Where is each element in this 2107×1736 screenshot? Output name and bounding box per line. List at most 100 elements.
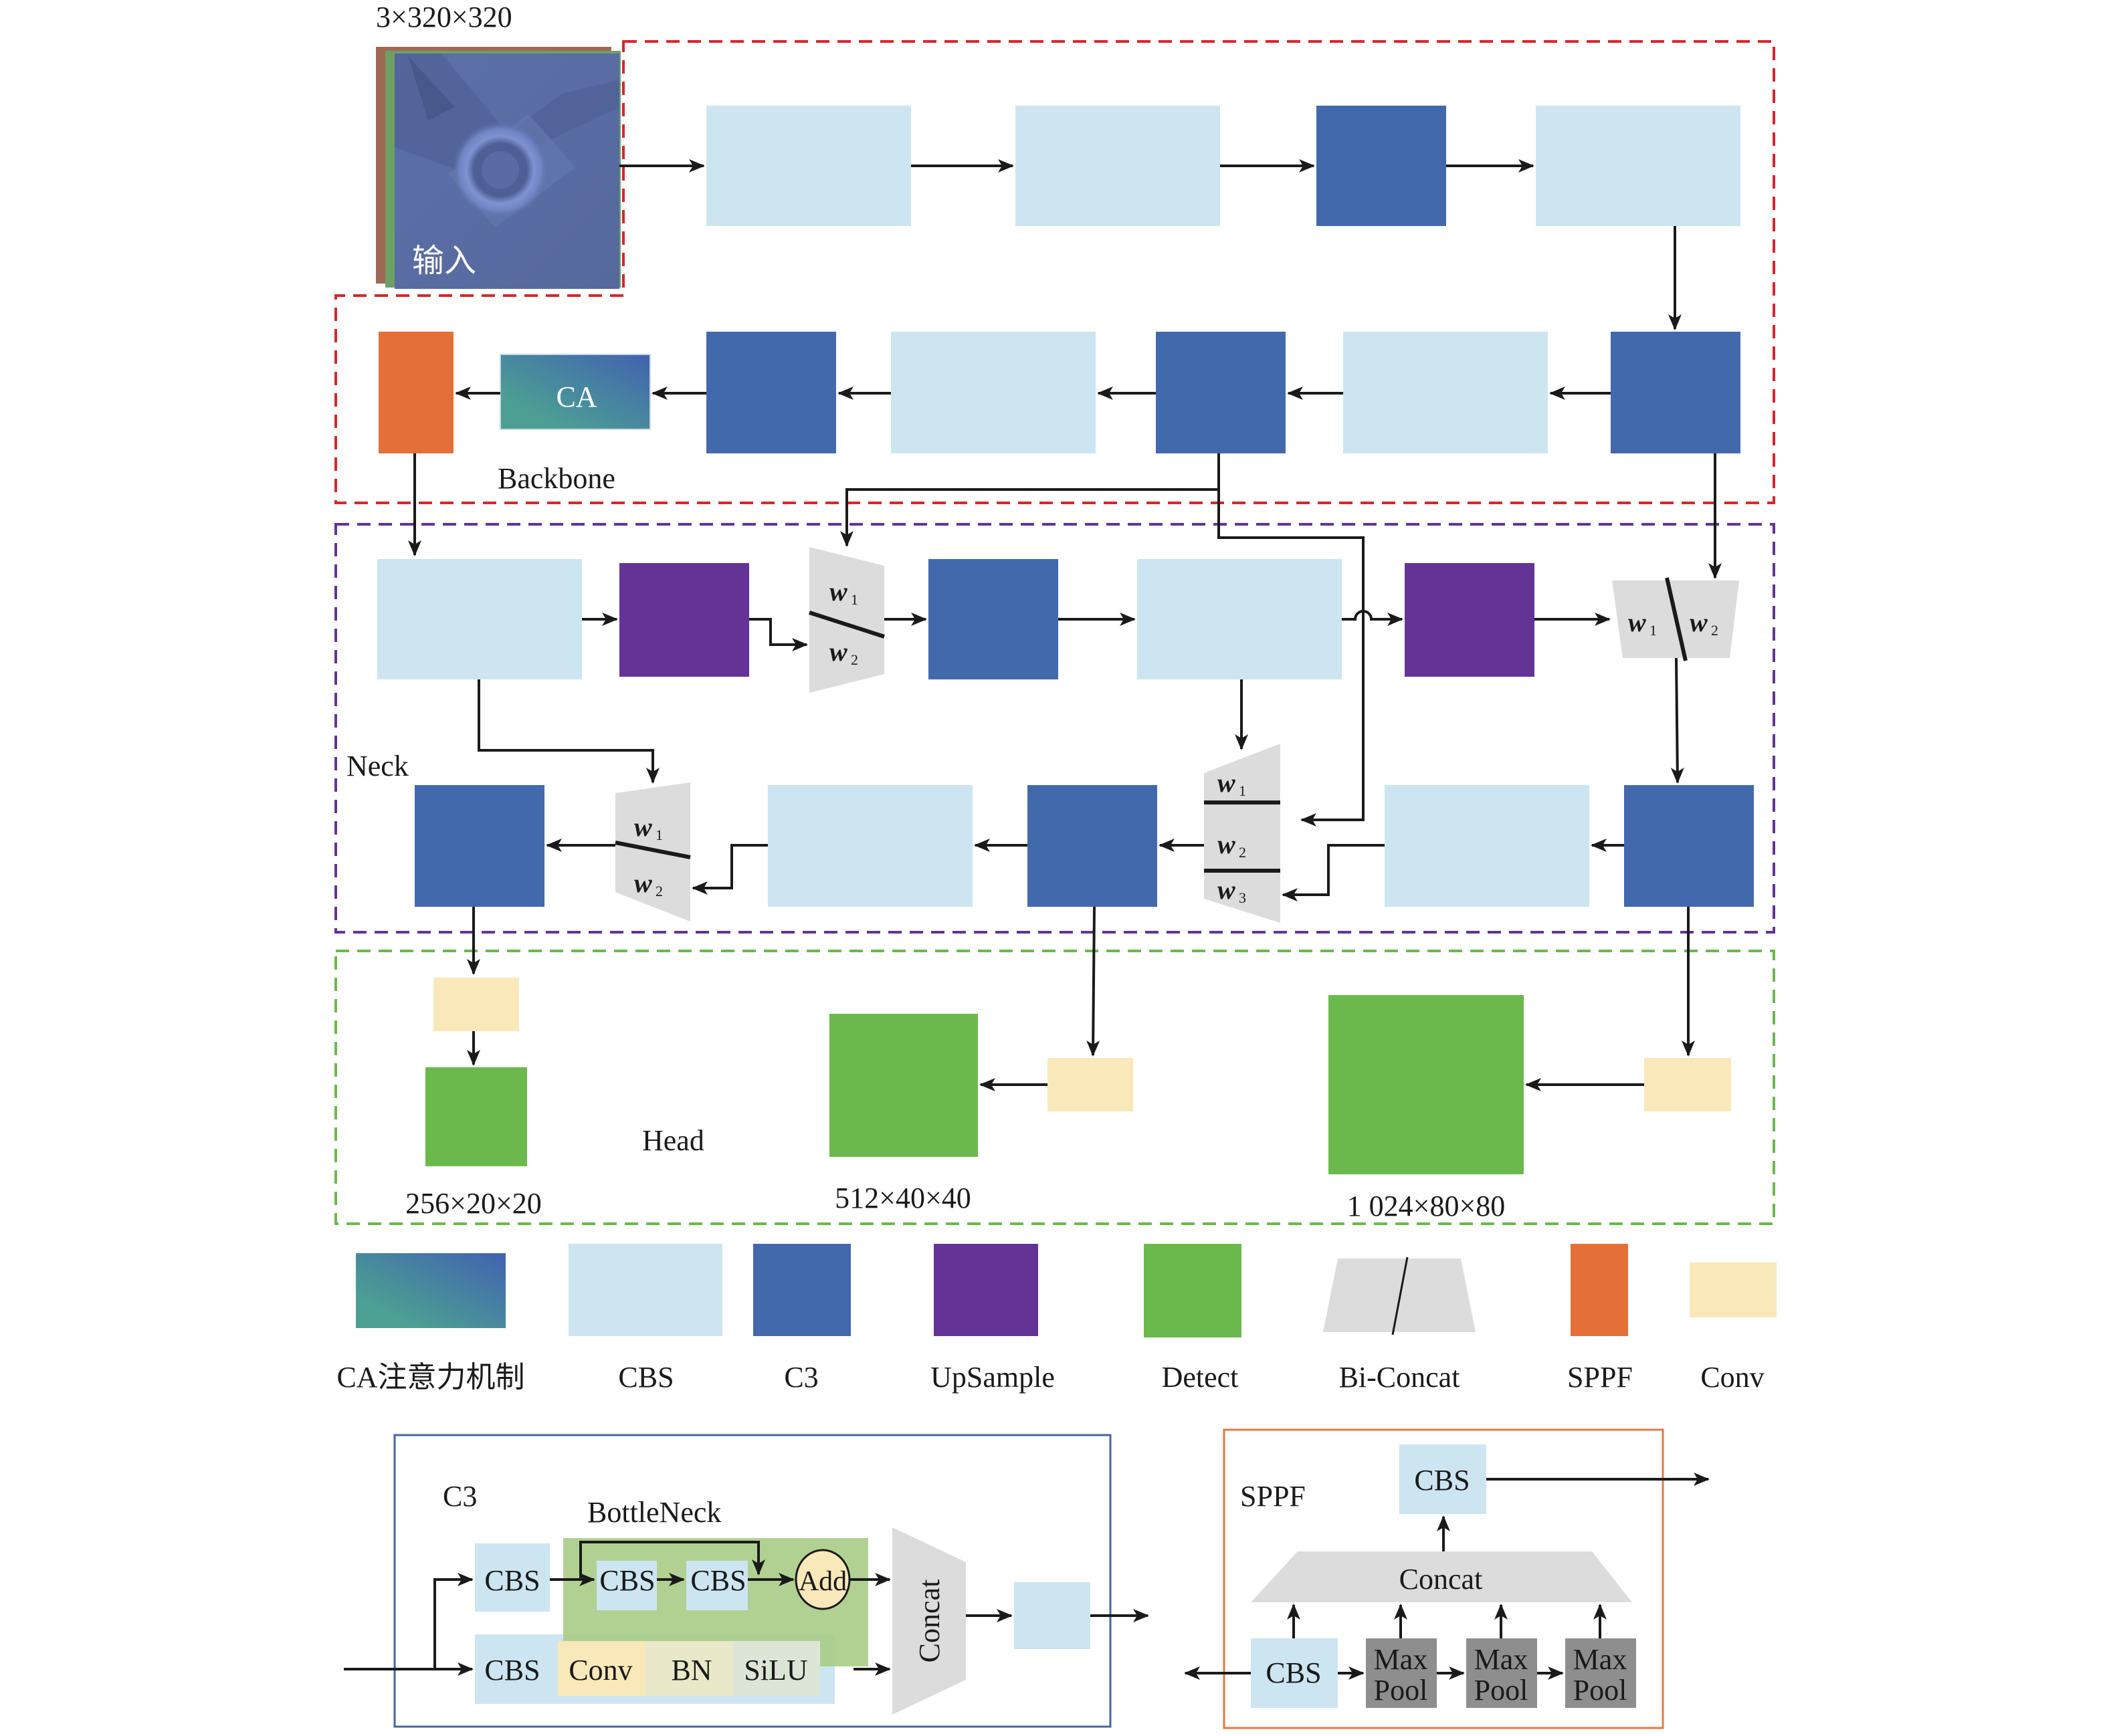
head-output-2: 512×40×40	[835, 1182, 971, 1214]
legend-swatch-biconcat	[1323, 1257, 1476, 1335]
legend-swatch-conv	[1690, 1263, 1777, 1317]
input-image	[376, 47, 621, 289]
c3-silu-label: SiLU	[744, 1654, 807, 1687]
backbone-cbs-2	[1015, 106, 1220, 226]
sppf-maxpool-2	[1466, 1638, 1537, 1708]
c3-panel-border	[393, 1434, 1112, 1728]
bottleneck-label: BottleNeck	[587, 1496, 721, 1529]
sppf-cbs-bottom-label: CBS	[1266, 1656, 1321, 1689]
sppf-panel-border	[1223, 1428, 1664, 1729]
backbone-cbs-1	[706, 106, 911, 226]
legend: CA注意力机制 CBS C3 UpSample Detect Bi-Concat…	[336, 1244, 1777, 1394]
head-conv-3	[1644, 1058, 1731, 1111]
c3-conv-label: Conv	[569, 1654, 632, 1687]
c3-concat	[892, 1527, 966, 1715]
legend-label-cbs: CBS	[618, 1361, 674, 1394]
backbone-c3-1	[1316, 106, 1446, 226]
bottleneck-cbs-1	[597, 1561, 657, 1610]
head-label: Head	[642, 1124, 704, 1157]
backbone-cbs-3	[1536, 106, 1740, 226]
legend-swatch-cbs	[569, 1244, 722, 1336]
head-output-3: 1 024×80×80	[1347, 1190, 1506, 1222]
connector	[692, 844, 768, 895]
maxpool-3-line2: Pool	[1573, 1674, 1627, 1707]
legend-swatch-upsample	[934, 1244, 1038, 1336]
sppf-concat-label: Concat	[1399, 1563, 1483, 1596]
c3-conv-sub	[558, 1641, 645, 1696]
biconcat-1: w 1 w 2	[809, 547, 885, 693]
neck-label: Neck	[346, 750, 409, 782]
connector	[1217, 490, 1365, 827]
neck-cbs-2	[1137, 559, 1342, 679]
svg-text:3: 3	[1239, 889, 1246, 906]
sppf-cbs-top-label: CBS	[1414, 1464, 1470, 1497]
sppf-cbs-bottom	[1251, 1638, 1338, 1708]
arrow	[1670, 657, 1684, 784]
svg-text:w: w	[1217, 875, 1235, 905]
backbone-c3-3	[1156, 332, 1286, 453]
neck-upsample-2	[1405, 563, 1534, 677]
legend-label-c3: C3	[784, 1361, 818, 1394]
neck-c3-out-large	[1624, 785, 1754, 907]
backbone-cbs-4	[891, 332, 1096, 453]
bottleneck-cbs-2-label: CBS	[690, 1564, 746, 1597]
svg-text:w: w	[634, 868, 652, 898]
c3-detail-panel: C3 BottleNeck CBS CBS CBS Add CBS Conv B…	[344, 1434, 1149, 1728]
legend-label-upsample: UpSample	[930, 1361, 1055, 1394]
backbone-ca	[500, 354, 651, 430]
backbone-c3-4	[1611, 332, 1740, 453]
svg-text:1: 1	[656, 827, 663, 843]
neck-c3-out-mid	[1027, 785, 1157, 907]
legend-label-ca: CA注意力机制	[336, 1361, 524, 1394]
head-conv-1	[433, 978, 519, 1031]
svg-text:w: w	[1690, 607, 1708, 637]
c3-bn-label: BN	[671, 1654, 712, 1687]
arrow	[1086, 906, 1100, 1057]
neck-upsample-1	[619, 563, 749, 677]
backbone-cbs-5	[1343, 332, 1548, 453]
head-output-1: 256×20×20	[405, 1187, 542, 1220]
c3-cbs-top	[475, 1543, 550, 1612]
c3-cbs-out	[1014, 1582, 1090, 1649]
bridge-connector	[1342, 610, 1403, 626]
bottleneck-cbs-2	[686, 1561, 748, 1610]
legend-label-biconcat: Bi-Concat	[1339, 1361, 1460, 1394]
sppf-maxpool-1	[1366, 1638, 1437, 1708]
sppf-panel-title: SPPF	[1240, 1480, 1306, 1513]
svg-text:2: 2	[656, 883, 663, 899]
head-detect-1	[425, 1067, 527, 1166]
neck-cbs-1	[377, 559, 582, 679]
neck-c3-1	[928, 559, 1058, 679]
connector	[478, 679, 660, 784]
maxpool-2-line2: Pool	[1474, 1674, 1528, 1707]
backbone-section	[334, 40, 1775, 504]
biconcat-2: w 1 w 2	[1612, 577, 1739, 661]
neck-cbs-3	[768, 785, 973, 907]
maxpool-2-line1: Max	[1474, 1643, 1528, 1676]
c3-panel-title: C3	[443, 1480, 477, 1513]
sppf-detail-panel: SPPF CBS Concat CBS Max Pool Max Pool Ma…	[1184, 1428, 1710, 1729]
svg-text:1: 1	[1239, 782, 1246, 799]
svg-text:w: w	[1628, 607, 1646, 637]
neck-cbs-4	[1385, 785, 1589, 907]
c3-concat-label: Concat	[913, 1580, 946, 1663]
legend-swatch-c3	[753, 1244, 851, 1336]
c3-cbs-top-label: CBS	[484, 1564, 540, 1597]
maxpool-1-line1: Max	[1374, 1643, 1428, 1676]
svg-text:1: 1	[1649, 622, 1657, 639]
svg-text:w: w	[1217, 829, 1235, 859]
connector	[840, 453, 1220, 547]
input-caption: 输入	[412, 243, 476, 279]
sppf-concat	[1251, 1551, 1632, 1602]
backbone-sppf	[379, 332, 454, 453]
backbone-c3-2	[706, 332, 836, 453]
legend-swatch-sppf	[1571, 1244, 1628, 1336]
svg-text:w: w	[634, 812, 652, 842]
connector	[749, 618, 808, 651]
head-conv-2	[1047, 1058, 1133, 1111]
backbone-border	[334, 40, 1775, 504]
sppf-maxpool-3	[1565, 1638, 1636, 1708]
c3-bn-sub	[645, 1641, 733, 1696]
svg-text:w: w	[1217, 768, 1235, 798]
